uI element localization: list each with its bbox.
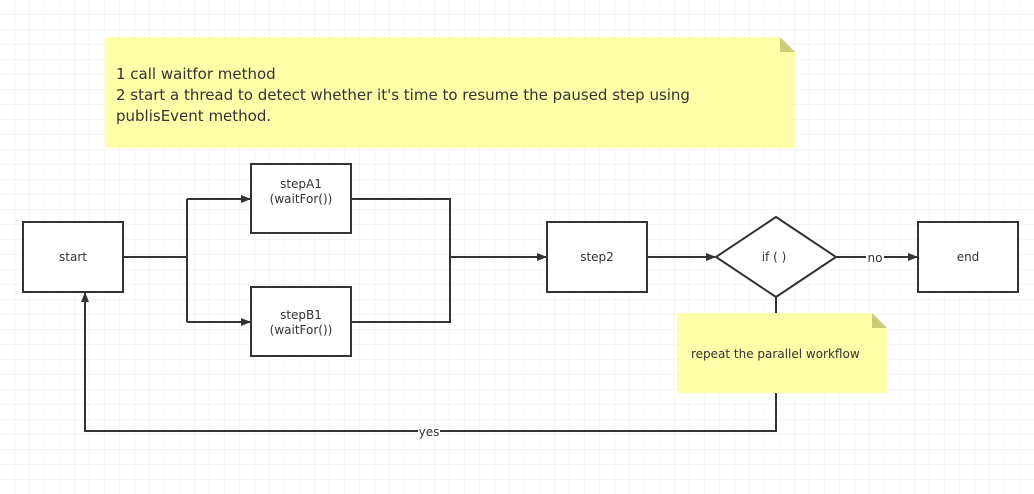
svg-text:(waitFor()): (waitFor()) (270, 192, 333, 206)
note-repeat-text: repeat the parallel workflow (691, 347, 860, 361)
svg-text:start: start (59, 250, 87, 264)
note-line-3: publisEvent method. (116, 107, 271, 125)
edge-label-no: no (868, 251, 883, 265)
edge-label-yes: yes (419, 425, 440, 439)
note-top[interactable]: 1 call waitfor method 2 start a thread t… (106, 37, 795, 148)
node-end[interactable]: end (917, 221, 1019, 293)
svg-text:step2: step2 (580, 250, 614, 264)
note-repeat[interactable]: repeat the parallel workflow (677, 313, 887, 393)
node-step2[interactable]: step2 (546, 221, 648, 293)
node-stepB1[interactable]: stepB1 (waitFor()) (250, 286, 352, 357)
note-line-2: 2 start a thread to detect whether it's … (116, 86, 690, 104)
svg-text:(waitFor()): (waitFor()) (270, 323, 333, 337)
svg-text:if ( ): if ( ) (762, 250, 787, 264)
svg-text:stepA1: stepA1 (280, 177, 322, 191)
node-start[interactable]: start (22, 221, 124, 293)
node-decision[interactable]: if ( ) (714, 215, 838, 299)
note-line-1: 1 call waitfor method (116, 65, 276, 83)
svg-text:stepB1: stepB1 (280, 308, 322, 322)
node-stepA1[interactable]: stepA1 (waitFor()) (250, 163, 352, 234)
svg-text:end: end (957, 250, 980, 264)
